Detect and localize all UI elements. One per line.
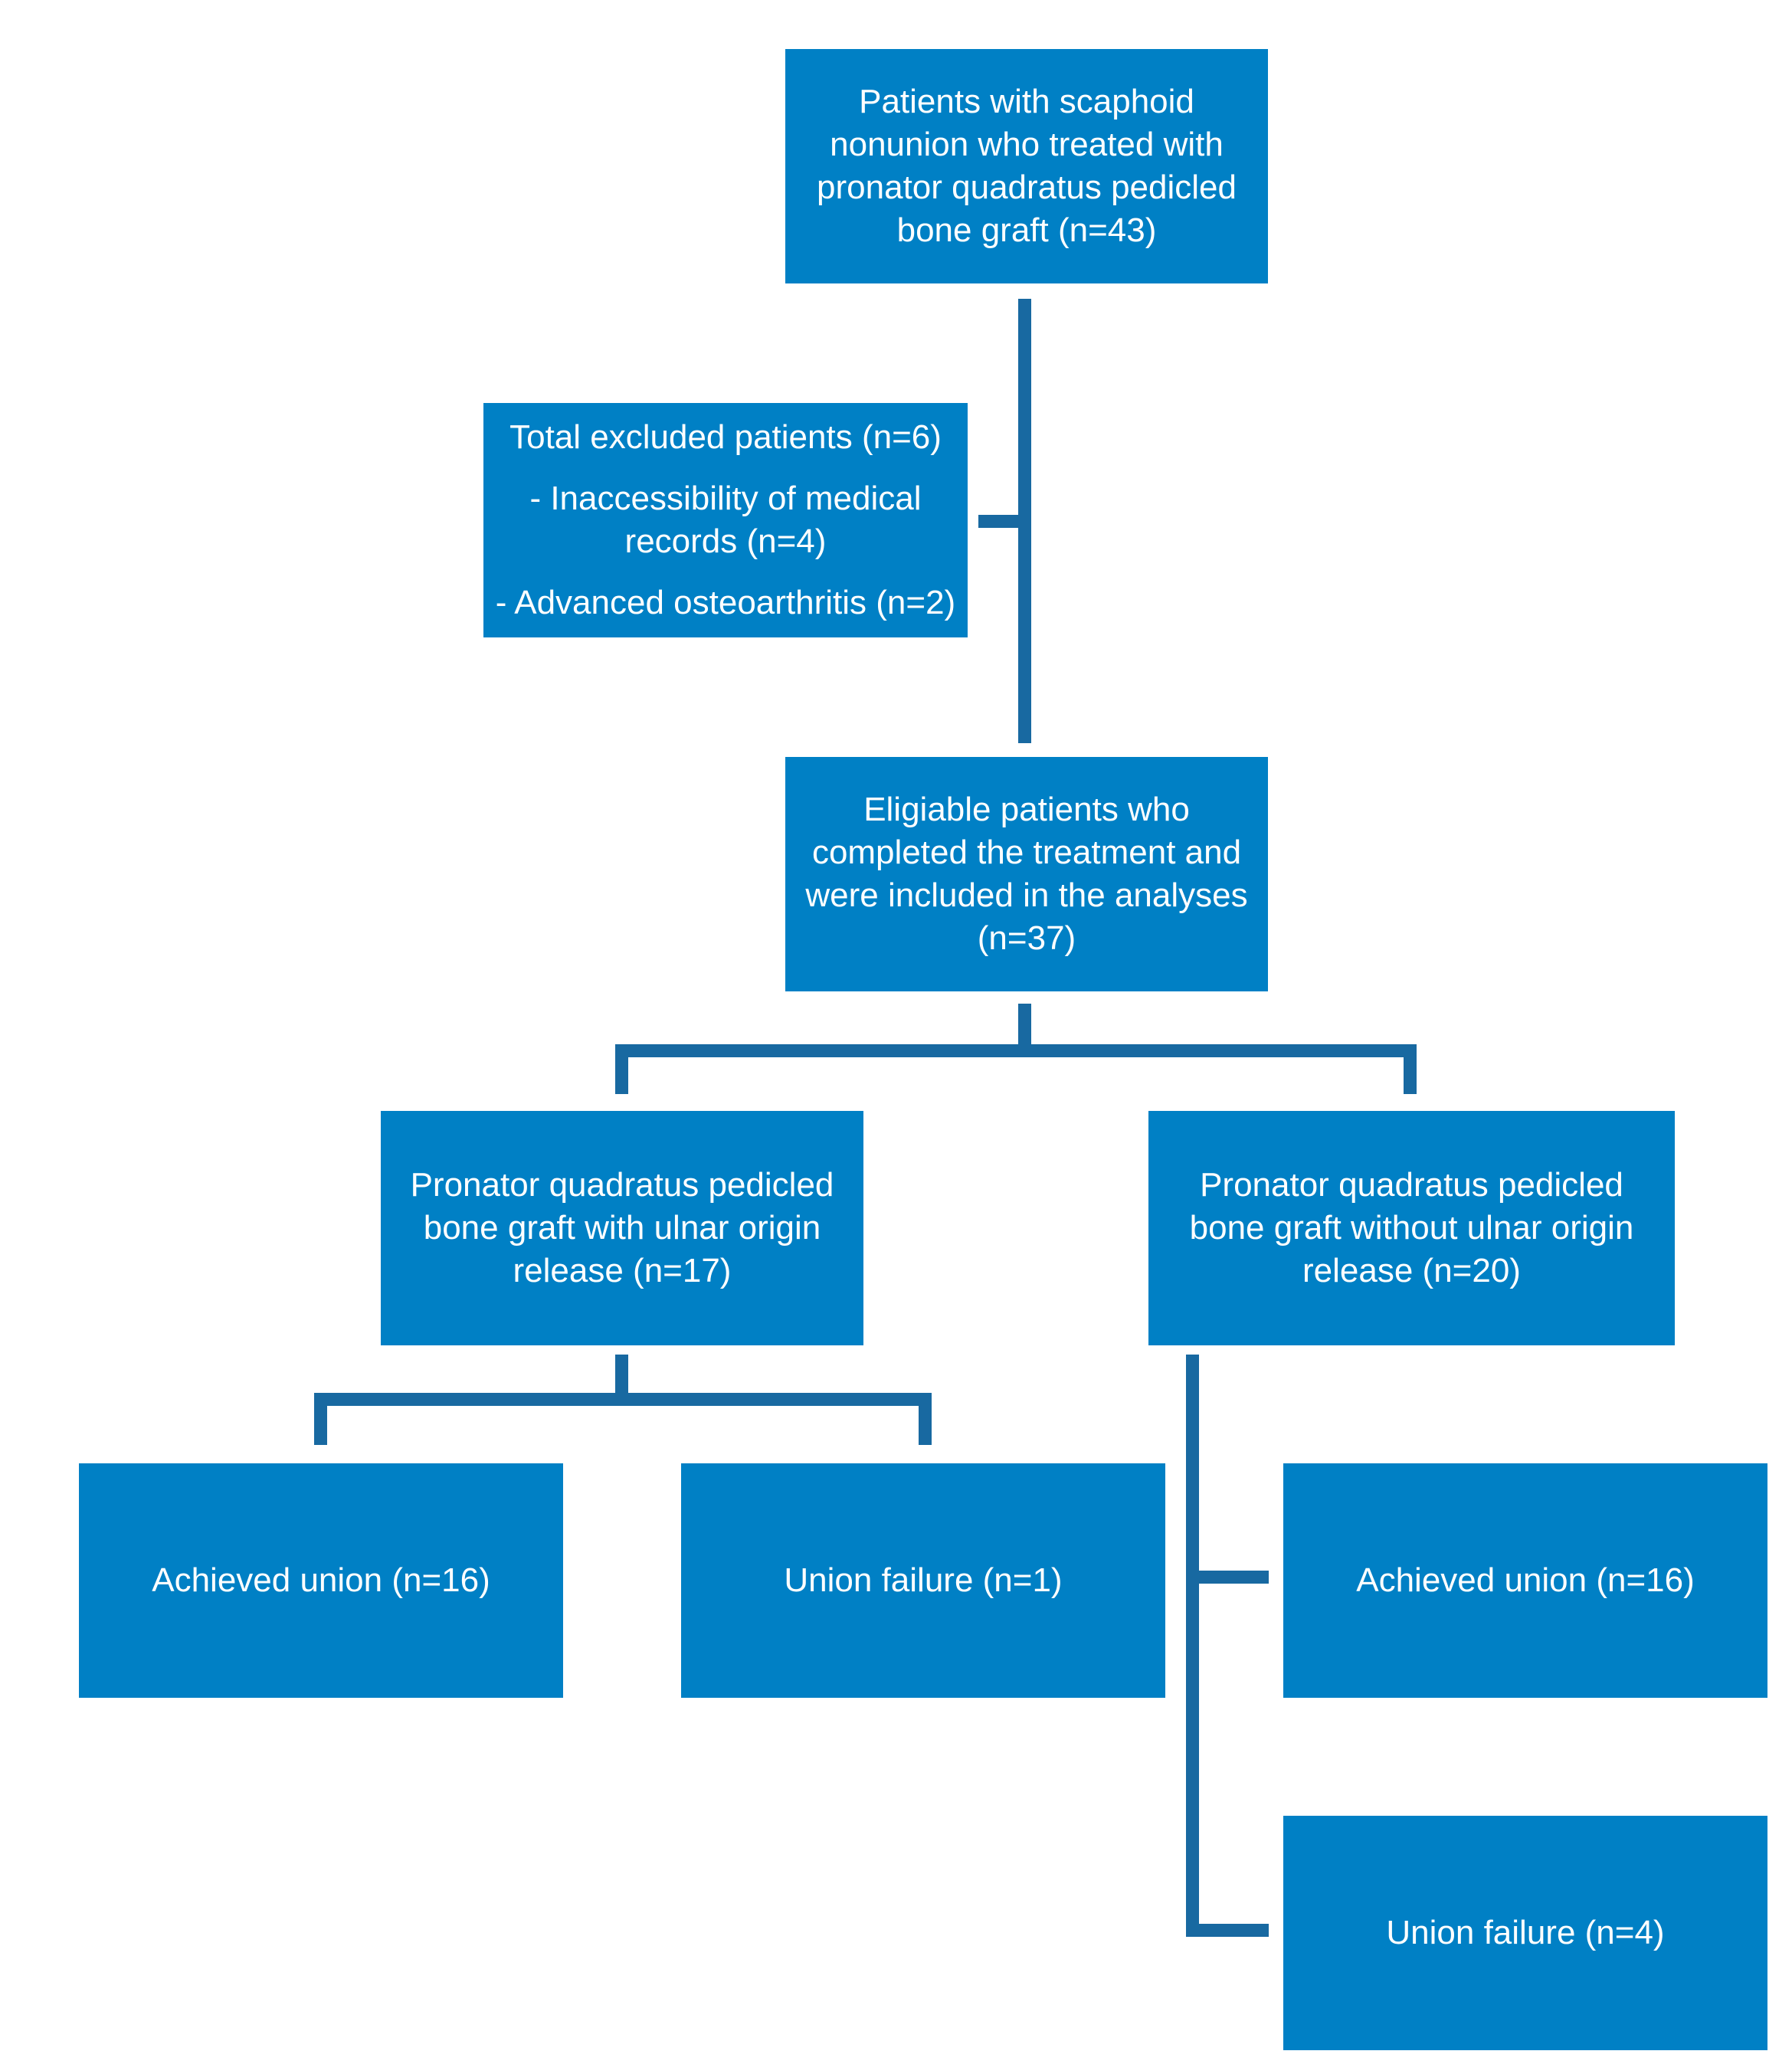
connector-split-right-drop xyxy=(1404,1044,1417,1094)
box-text-line: Union failure (n=1) xyxy=(784,1561,1063,1599)
box-text-line: Union failure (n=4) xyxy=(1386,1914,1665,1951)
box-text-line: completed the treatment and xyxy=(811,834,1242,871)
connector-left-stem xyxy=(615,1355,628,1397)
box-excluded-patients: Total excluded patients (n=6) - Inaccess… xyxy=(483,403,968,637)
box-text-line: (n=37) xyxy=(977,919,1076,957)
excluded-reason-records: - Inaccessibility of medical records (n=… xyxy=(529,477,921,563)
connector-excluded-branch xyxy=(978,515,1024,528)
box-text-line: Pronator quadratus pedicled xyxy=(410,1166,834,1204)
connector-right-vertical xyxy=(1186,1355,1199,1937)
connector-left-drop-failure xyxy=(919,1393,932,1445)
box-text-line: bone graft with ulnar origin xyxy=(423,1209,821,1247)
box-with-achieved-union: Achieved union (n=16) xyxy=(79,1463,563,1698)
box-text-line: Patients with scaphoid xyxy=(859,83,1194,120)
box-total-patients: Patients with scaphoid nonunion who trea… xyxy=(785,49,1268,283)
connector-split-horizontal xyxy=(615,1044,1417,1057)
box-text-line: were included in the analyses xyxy=(805,876,1248,914)
box-with-ulnar-release: Pronator quadratus pedicled bone graft w… xyxy=(381,1111,863,1345)
excluded-reason-line: records (n=4) xyxy=(624,523,827,560)
box-text-line: release (n=17) xyxy=(513,1252,732,1289)
box-text-line: Achieved union (n=16) xyxy=(152,1561,490,1599)
box-text-line: release (n=20) xyxy=(1302,1252,1521,1289)
box-text-line: nonunion who treated with xyxy=(830,126,1224,163)
excluded-reason-osteoarthritis: - Advanced osteoarthritis (n=2) xyxy=(495,584,956,621)
excluded-title: Total excluded patients (n=6) xyxy=(509,418,942,456)
connector-left-horizontal xyxy=(314,1393,932,1406)
box-text-line: bone graft without ulnar origin xyxy=(1189,1209,1634,1247)
connector-split-left-drop xyxy=(615,1044,628,1094)
box-text-line: bone graft (n=43) xyxy=(896,211,1157,249)
connector-top-to-eligible xyxy=(1018,299,1031,743)
box-text-line: Achieved union (n=16) xyxy=(1356,1561,1695,1599)
connector-left-drop-union xyxy=(314,1393,327,1445)
box-text-line: pronator quadratus pedicled xyxy=(817,169,1237,206)
box-without-achieved-union: Achieved union (n=16) xyxy=(1283,1463,1767,1698)
box-with-union-failure: Union failure (n=1) xyxy=(681,1463,1165,1698)
box-text-line: Pronator quadratus pedicled xyxy=(1200,1166,1623,1204)
connector-right-branch-failure xyxy=(1186,1924,1269,1937)
box-without-ulnar-release: Pronator quadratus pedicled bone graft w… xyxy=(1148,1111,1675,1345)
box-eligible-patients: Eligiable patients who completed the tre… xyxy=(785,757,1268,991)
box-without-union-failure: Union failure (n=4) xyxy=(1283,1816,1767,2050)
excluded-reason-line: - Inaccessibility of medical xyxy=(529,480,922,517)
connector-eligible-stem xyxy=(1018,1004,1031,1050)
box-text-line: Eligiable patients who xyxy=(863,791,1190,828)
connector-right-branch-union xyxy=(1186,1571,1269,1584)
